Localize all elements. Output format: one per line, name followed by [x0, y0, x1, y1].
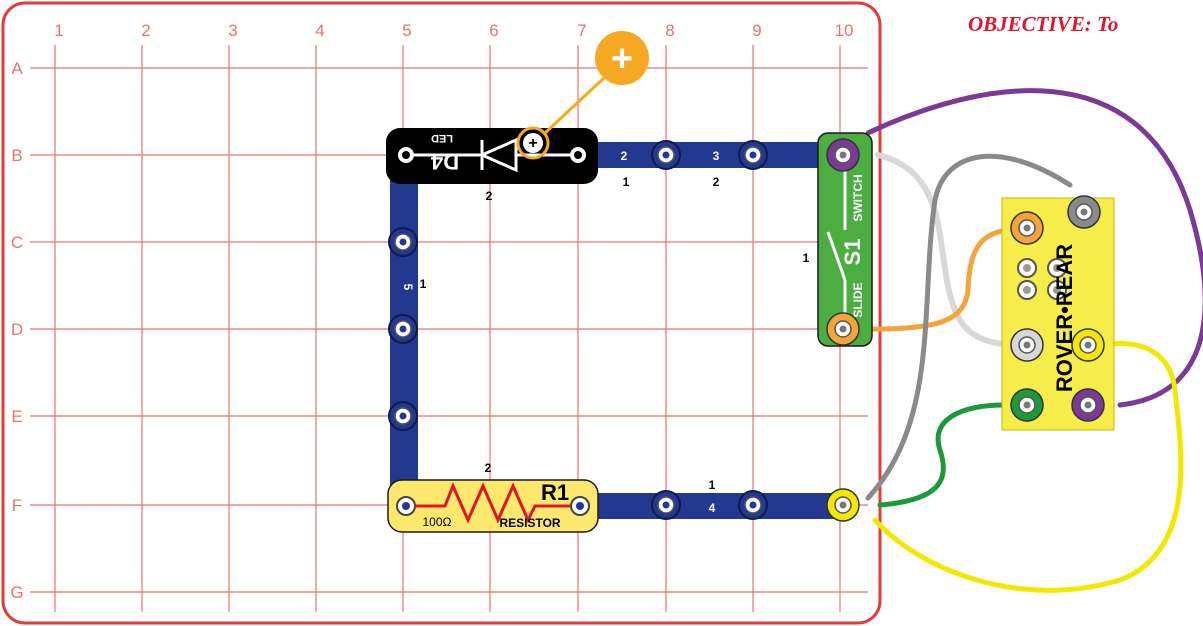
level-number: 1 — [803, 251, 810, 265]
switch-lever-icon — [826, 231, 847, 281]
rover-green-clip — [1010, 388, 1044, 422]
objective-heading: OBJECTIVE: To — [968, 12, 1119, 36]
grid-row-label: D — [11, 320, 23, 339]
snap-number: 3 — [713, 149, 720, 163]
snap-stud — [651, 140, 681, 170]
diode-symbol-icon — [478, 137, 518, 173]
resistor-symbol-icon — [415, 482, 571, 524]
led-sublabel: LED — [431, 132, 453, 144]
level-number: 2 — [486, 189, 493, 203]
grid-column-label: 2 — [141, 21, 150, 40]
polarity-highlight-ring — [516, 126, 550, 160]
board-grid-labels: 1 2 3 4 5 6 7 8 9 10A B C D E F G — [10, 21, 853, 602]
led-label: D4 — [430, 149, 459, 174]
snap-number: 5 — [401, 284, 415, 291]
grid-column-label: 1 — [54, 21, 63, 40]
plus-marker-text: + — [611, 38, 633, 80]
resistor-name: RESISTOR — [499, 516, 560, 530]
grid-row-label: C — [11, 233, 23, 252]
grid-row-label: G — [10, 583, 23, 602]
level-number: 2 — [713, 175, 720, 189]
grid-column-label: 9 — [752, 21, 761, 40]
grid-row-label: A — [11, 59, 23, 78]
resistor-value: 100Ω — [423, 515, 452, 529]
wire-white — [875, 152, 1033, 348]
wire-green — [877, 402, 1008, 508]
grid-column-label: 7 — [577, 21, 586, 40]
led-component[interactable]: D4 LED + — [386, 128, 598, 184]
led-plus-sign: + — [528, 135, 537, 152]
snap-stud — [738, 490, 768, 520]
snap-number: 4 — [709, 501, 716, 515]
snap-stud — [388, 227, 418, 257]
snap-level-labels: 2 3 1 2 2 5 1 1 2 1 4 — [401, 149, 810, 515]
rover-orange-clip — [1010, 211, 1044, 245]
level-number: 1 — [709, 478, 716, 492]
resistor-component[interactable]: R1 100Ω RESISTOR — [387, 479, 599, 533]
rover-gray-clip — [1067, 195, 1101, 229]
polarity-marker: + — [516, 31, 649, 160]
switch-slide-text: SLIDE — [851, 282, 865, 317]
snap-stud — [738, 140, 768, 170]
snap-number: 2 — [621, 149, 628, 163]
switch-label: S1 — [840, 239, 865, 266]
grid-column-label: 4 — [315, 21, 324, 40]
grid-row-label: B — [11, 146, 22, 165]
grid-column-label: 8 — [665, 21, 674, 40]
snap-stud — [388, 401, 418, 431]
wire-purple — [865, 88, 1203, 408]
resistor-label: R1 — [541, 480, 569, 505]
switch-name: SWITCH — [851, 174, 865, 221]
grid-row-label: F — [12, 496, 22, 515]
wire-gray — [865, 153, 1073, 501]
grid-column-label: 10 — [835, 21, 854, 40]
rover-purple-clip — [1071, 388, 1105, 422]
wire-yellow — [872, 340, 1184, 593]
wires — [863, 88, 1203, 593]
grid-column-label: 5 — [402, 21, 411, 40]
snap-stud — [388, 314, 418, 344]
yellow-clip — [826, 488, 860, 522]
orange-clip — [826, 312, 860, 346]
wire-clips — [826, 138, 1105, 522]
grid-row-label: E — [11, 407, 22, 426]
level-number: 2 — [485, 461, 492, 475]
rover-label: ROVER•REAR — [1052, 244, 1077, 392]
level-number: 1 — [623, 175, 630, 189]
grid-column-label: 6 — [489, 21, 498, 40]
purple-clip — [826, 138, 860, 172]
grid-column-label: 3 — [228, 21, 237, 40]
level-number: 1 — [420, 277, 427, 291]
plus-icon — [595, 31, 649, 85]
snap-stud — [651, 490, 681, 520]
slide-switch-component[interactable]: S1 SLIDE SWITCH — [817, 132, 873, 347]
rover-yellow-clip — [1071, 328, 1105, 362]
wire-orange — [863, 225, 1028, 332]
rover-rear-board[interactable]: ROVER•REAR — [1001, 197, 1115, 431]
snap-studs — [388, 140, 768, 520]
rover-white-clip — [1010, 328, 1044, 362]
